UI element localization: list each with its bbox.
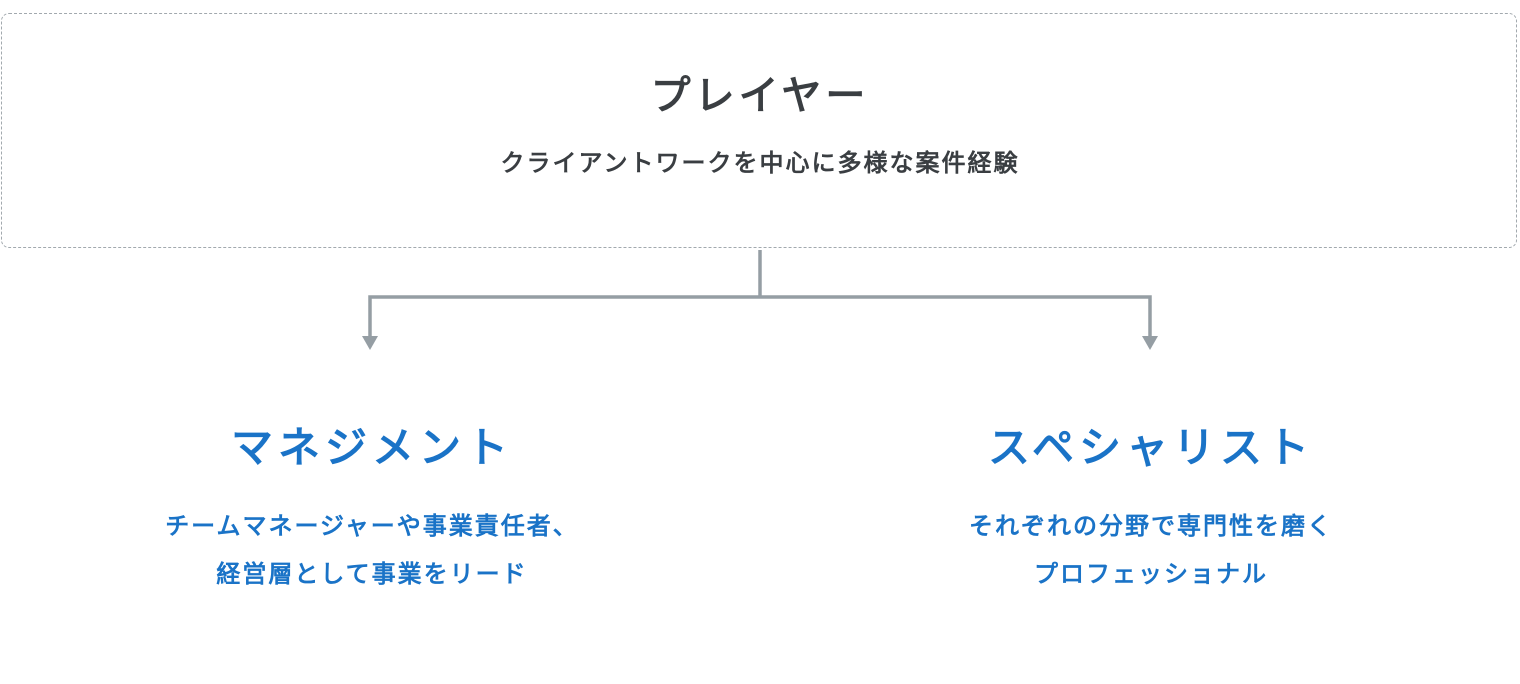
branch-description-line: チームマネージャーや事業責任者、 <box>165 512 579 540</box>
branch-title: スペシャリスト <box>987 423 1315 472</box>
branch-description: それぞれの分野で専門性を磨く プロフェッショナル <box>841 502 1461 598</box>
branch-description: チームマネージャーや事業責任者、 経営層として事業をリード <box>62 502 682 598</box>
player-title: プレイヤー <box>650 73 870 119</box>
branch-management: マネジメント チームマネージャーや事業責任者、 経営層として事業をリード <box>62 420 682 598</box>
arrow-down-icon <box>1142 336 1158 350</box>
branch-description-line: それぞれの分野で専門性を磨く <box>969 512 1333 540</box>
player-box <box>1 13 1517 248</box>
branch-description-line: 経営層として事業をリード <box>216 560 528 588</box>
branch-description-line: プロフェッショナル <box>1034 560 1268 588</box>
branch-specialist: スペシャリスト それぞれの分野で専門性を磨く プロフェッショナル <box>841 420 1461 598</box>
arrow-down-icon <box>362 336 378 350</box>
branch-title: マネジメント <box>230 423 513 472</box>
player-description: クライアントワークを中心に多様な案件経験 <box>500 149 1020 177</box>
